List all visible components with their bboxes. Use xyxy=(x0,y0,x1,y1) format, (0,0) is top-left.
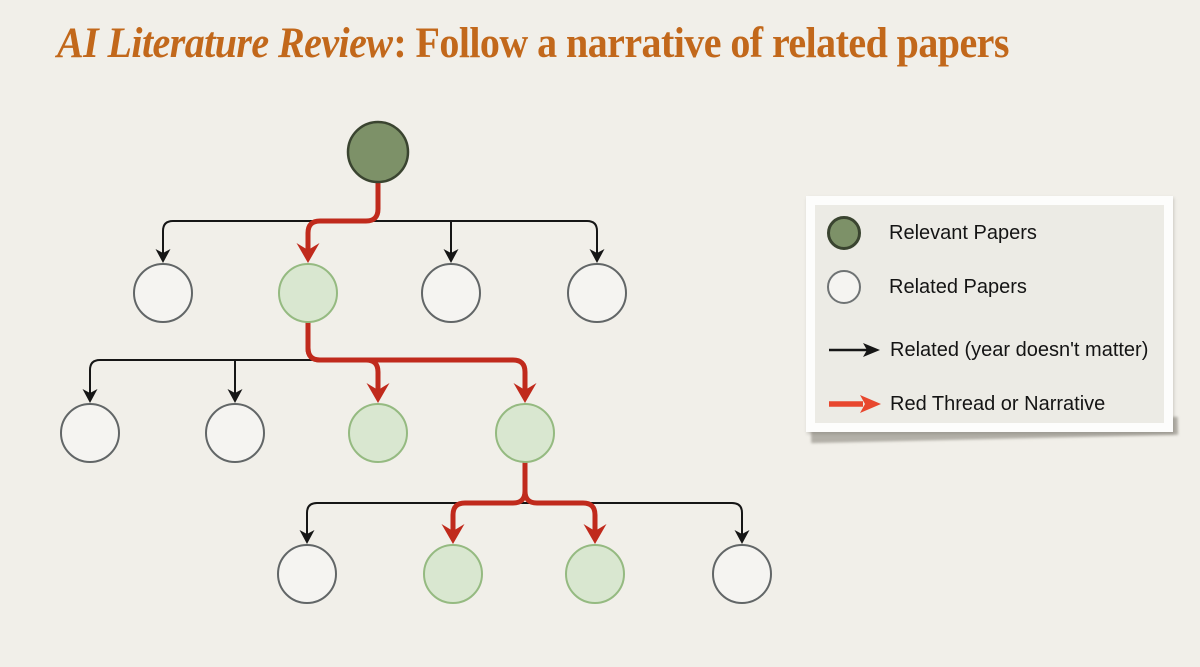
related-paper-icon xyxy=(827,270,861,304)
arrowhead-red xyxy=(583,524,607,544)
legend-panel: Relevant Papers Related Papers Related (… xyxy=(815,205,1164,423)
title-italic-part: AI Literature Review xyxy=(57,20,393,67)
legend-label: Related Papers xyxy=(889,276,1027,298)
arrowhead-red xyxy=(441,524,465,544)
narrative-paper-node xyxy=(495,403,555,463)
arrowhead-red xyxy=(296,243,320,263)
related-paper-node xyxy=(277,544,337,604)
legend-card: Relevant Papers Related Papers Related (… xyxy=(806,196,1173,432)
arrowhead-black xyxy=(155,249,171,263)
related-paper-node xyxy=(60,403,120,463)
arrowhead-black xyxy=(227,389,243,403)
narrative-paper-node xyxy=(423,544,483,604)
red-thread-edge xyxy=(450,462,528,531)
arrowhead-black xyxy=(734,530,750,544)
relevant-paper-icon xyxy=(827,216,861,250)
red-arrow-icon xyxy=(829,395,881,413)
legend-item-relevant-papers: Relevant Papers xyxy=(827,216,1037,250)
legend-label: Relevant Papers xyxy=(889,222,1037,244)
arrowhead-red xyxy=(513,383,537,403)
arrowhead-black xyxy=(443,249,459,263)
related-paper-node xyxy=(567,263,627,323)
black-arrow-icon xyxy=(829,343,880,357)
legend-item-red-thread-edge: Red Thread or Narrative xyxy=(827,387,1105,421)
related-paper-node xyxy=(421,263,481,323)
relevant-paper-node xyxy=(346,120,410,184)
red-thread-edge xyxy=(522,462,598,531)
related-paper-node xyxy=(133,263,193,323)
legend-label: Related (year doesn't matter) xyxy=(890,339,1149,361)
arrowhead-black xyxy=(589,249,605,263)
legend-item-related-edge: Related (year doesn't matter) xyxy=(827,333,1148,367)
red-thread-edge xyxy=(305,322,381,390)
legend-item-related-papers: Related Papers xyxy=(827,270,1027,304)
related-paper-node xyxy=(205,403,265,463)
arrowhead-black xyxy=(299,530,315,544)
related-rail xyxy=(306,502,743,514)
red-thread-edge xyxy=(305,322,528,390)
narrative-paper-node xyxy=(278,263,338,323)
legend-label: Red Thread or Narrative xyxy=(890,393,1106,415)
page-title: AI Literature Review: Follow a narrative… xyxy=(57,20,1009,67)
title-regular-part: : Follow a narrative of related papers xyxy=(393,20,1009,67)
narrative-paper-node xyxy=(348,403,408,463)
related-rail xyxy=(162,220,598,232)
arrowhead-red xyxy=(366,383,390,403)
related-paper-node xyxy=(712,544,772,604)
narrative-paper-node xyxy=(565,544,625,604)
red-thread-edge xyxy=(305,182,381,250)
arrowhead-black xyxy=(82,389,98,403)
